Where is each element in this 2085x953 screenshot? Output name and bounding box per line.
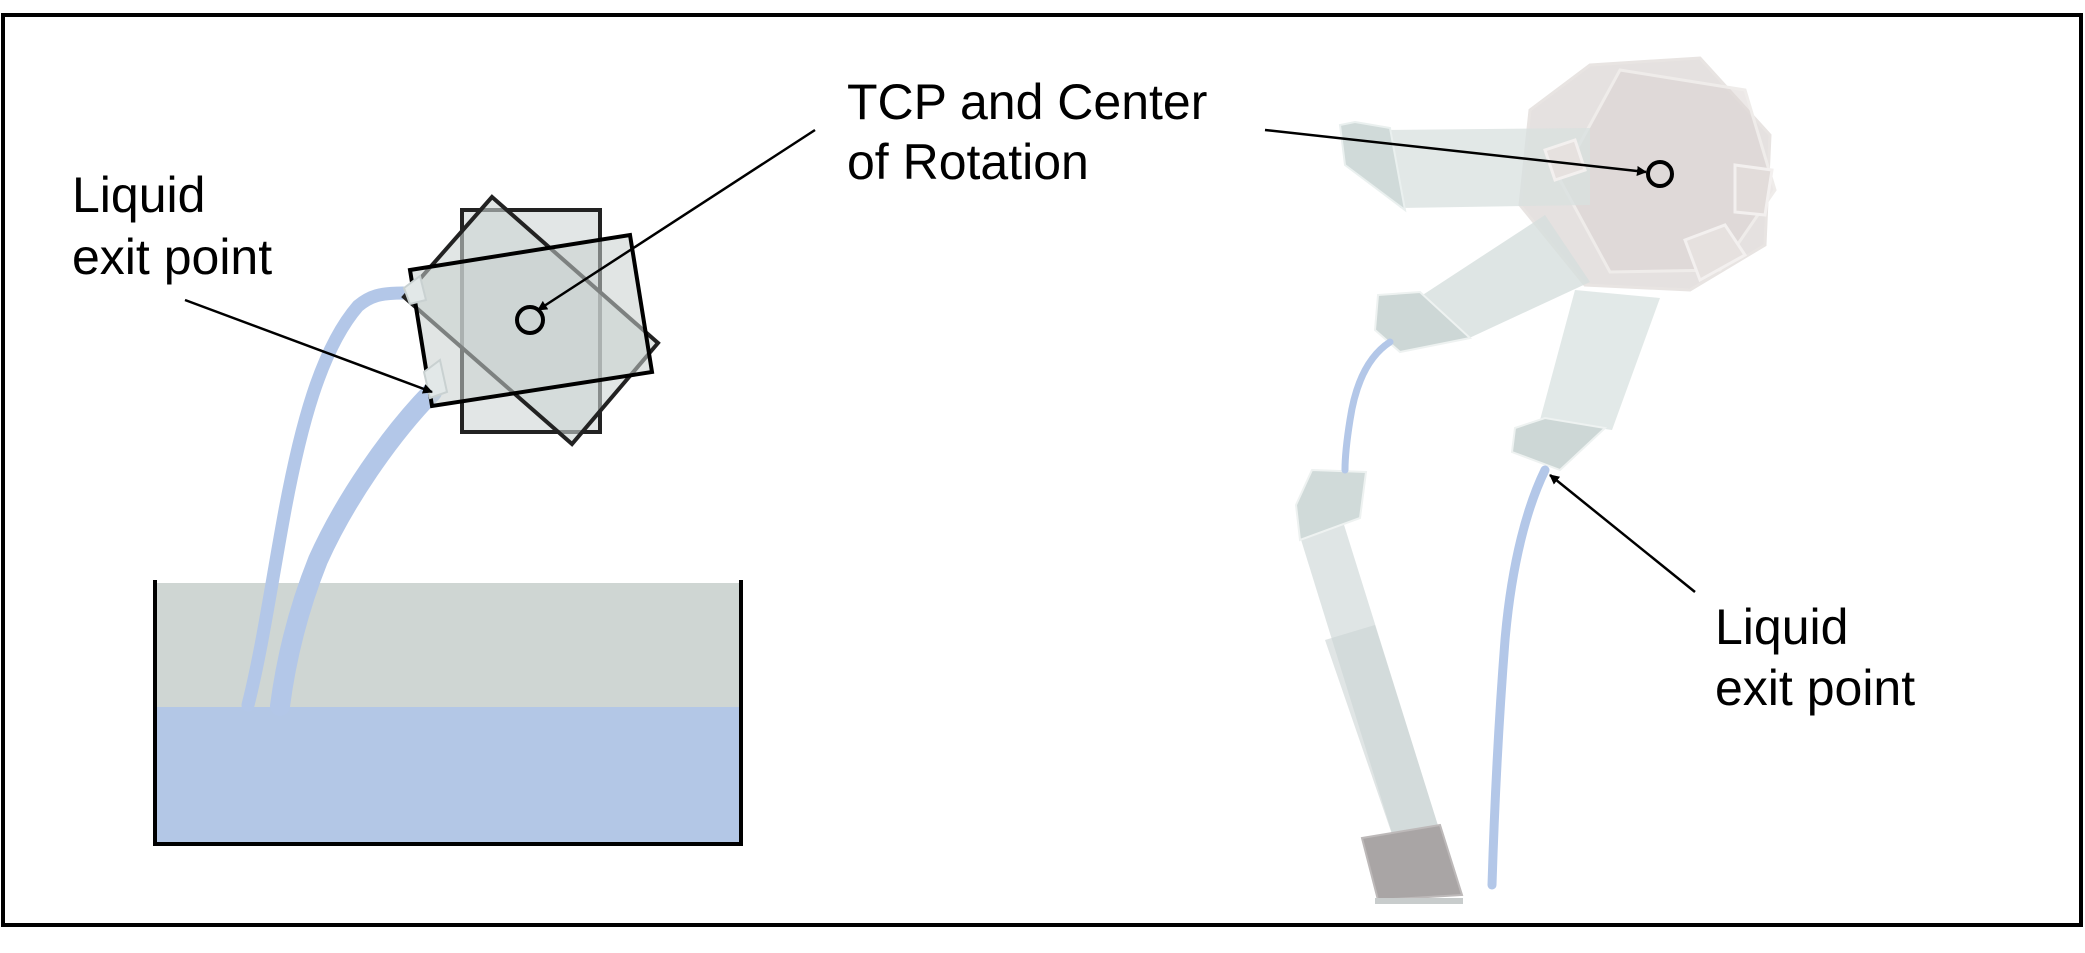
arm-diagonal [1415, 215, 1590, 340]
liquid-stream-right-main [1487, 465, 1550, 890]
label-right-exit-line2: exit point [1715, 660, 1916, 716]
arm-long-base-plate [1375, 898, 1463, 904]
basin-liquid [155, 707, 741, 844]
arrow-left-exit [184, 298, 433, 394]
basin-walls [153, 580, 743, 846]
liquid-stream-upright [241, 286, 410, 712]
arm-long-nozzle [1294, 468, 1368, 542]
arm-long-base [1360, 823, 1464, 902]
nozzle-upper [402, 274, 428, 306]
arm-downward [1540, 290, 1660, 430]
arm-diagonal-nozzle [1373, 290, 1473, 354]
arrow-tcp-right [1264, 128, 1647, 176]
basin-air-region [155, 583, 741, 708]
figure-border [1, 13, 2083, 927]
tcp-marker-left [515, 305, 545, 335]
tcp-marker-right [1646, 160, 1674, 188]
hub-detail-2 [1683, 223, 1748, 283]
label-tcp-line2: of Rotation [847, 134, 1089, 190]
liquid-stream-right-upper [1341, 338, 1394, 474]
arm-long-lower-shade [1325, 625, 1440, 843]
label-tcp-line1: TCP and Center [847, 74, 1208, 130]
label-right-exit-line1: Liquid [1715, 599, 1849, 655]
arm-downward-nozzle [1510, 416, 1608, 472]
liquid-stream-tilted [270, 382, 442, 716]
right-scene [1294, 56, 1777, 904]
hub-detail-1 [1543, 138, 1587, 182]
label-left-exit-line1: Liquid [72, 167, 206, 223]
arrow-right-exit [1549, 474, 1696, 593]
arrow-tcp-left [537, 128, 816, 312]
hub-detail-3 [1733, 163, 1774, 217]
container-rotated-tilted [407, 232, 655, 409]
left-scene [153, 194, 743, 846]
label-left-exit-line2: exit point [72, 229, 273, 285]
